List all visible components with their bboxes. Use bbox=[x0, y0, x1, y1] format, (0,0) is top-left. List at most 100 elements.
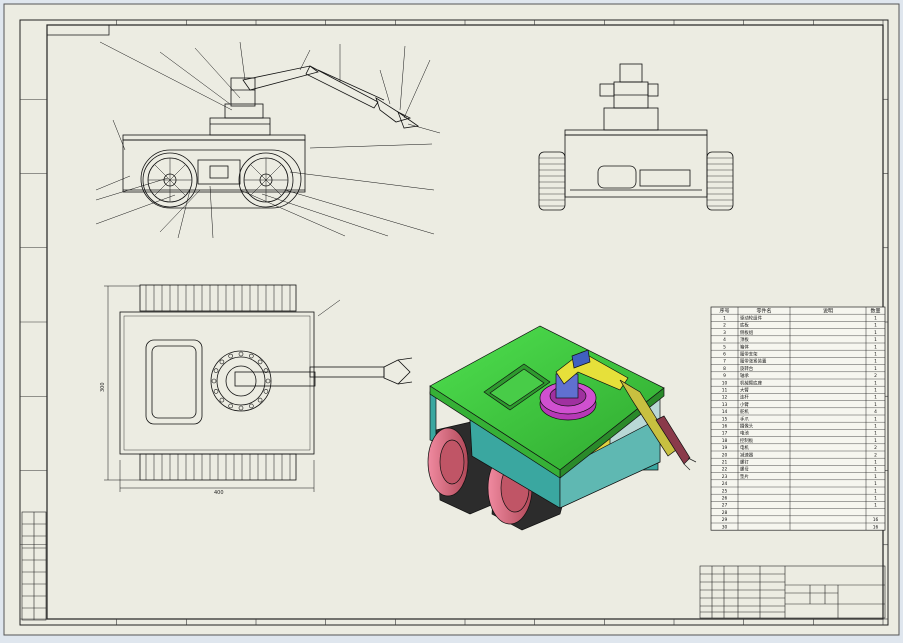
bom-item-name: 手爪 bbox=[740, 415, 749, 422]
bom-item-qty: 1 bbox=[874, 352, 877, 358]
bolt-hole bbox=[238, 405, 244, 411]
bom-item-number: 4 bbox=[723, 337, 726, 343]
isometric-shaded-view bbox=[427, 325, 697, 531]
bom-item-number: 23 bbox=[722, 474, 728, 480]
bom-item-name: 摄像头 bbox=[740, 423, 754, 430]
bolt-hole bbox=[263, 389, 269, 394]
bom-item-qty: 1 bbox=[874, 316, 877, 322]
bom-item-qty: 1 bbox=[874, 323, 877, 329]
bom-item-qty: 1 bbox=[874, 438, 877, 444]
bom-item-qty: 1 bbox=[874, 416, 877, 422]
bom-item-name: 螺钉 bbox=[740, 459, 749, 466]
bolt-hole bbox=[238, 351, 244, 357]
bolt-hole bbox=[219, 397, 225, 403]
bom-item-qty: 4 bbox=[874, 409, 877, 415]
bom-item-qty: 1 bbox=[874, 330, 877, 336]
bom-item-qty: 1 bbox=[874, 503, 877, 509]
bom-frame bbox=[710, 306, 886, 531]
bom-item-qty: 2 bbox=[874, 452, 877, 458]
bom-item-qty: 1 bbox=[874, 496, 877, 502]
bom-item-number: 1 bbox=[723, 316, 726, 322]
bom-item-qty: 1 bbox=[874, 388, 877, 394]
bom-item-number: 2 bbox=[723, 323, 726, 329]
bom-item-qty: 1 bbox=[874, 481, 877, 487]
bom-item-name: 电机 bbox=[740, 444, 749, 451]
bom-item-number: 12 bbox=[722, 395, 728, 401]
bom-item-number: 28 bbox=[722, 510, 728, 516]
bom-item-qty: 1 bbox=[874, 488, 877, 494]
bolt-hole bbox=[219, 359, 225, 365]
bom-item-name: 驱动轮组件 bbox=[740, 315, 763, 322]
gripper bbox=[655, 415, 691, 465]
bom-item-number: 29 bbox=[722, 517, 728, 523]
bom-item-name: 箱体 bbox=[740, 343, 749, 350]
bom-header-cell: 序号 bbox=[719, 308, 729, 315]
bom-item-name: 履带张紧装置 bbox=[740, 358, 767, 365]
bolt-hole bbox=[249, 353, 254, 359]
bom-item-qty: 1 bbox=[874, 402, 877, 408]
bom-item-name: 机械臂底座 bbox=[740, 379, 763, 386]
bom-item-qty: 1 bbox=[874, 474, 877, 480]
bolt-hole bbox=[213, 368, 219, 373]
bom-item-number: 3 bbox=[723, 330, 726, 336]
bom-item-name: 垫片 bbox=[740, 473, 749, 480]
bom-item-qty: 1 bbox=[874, 467, 877, 473]
bom-item-number: 19 bbox=[722, 445, 728, 451]
bom-item-number: 27 bbox=[722, 503, 728, 509]
bom-item-number: 18 bbox=[722, 438, 728, 444]
bom-item-number: 8 bbox=[723, 366, 726, 372]
title-block bbox=[699, 565, 886, 619]
bom-item-qty: 16 bbox=[873, 524, 879, 530]
bom-item-qty: 2 bbox=[874, 445, 877, 451]
bom-item-name: 大臂 bbox=[740, 387, 749, 394]
bom-item-number: 30 bbox=[722, 524, 728, 530]
bolt-hole bbox=[257, 397, 263, 403]
bom-item-qty: 1 bbox=[874, 359, 877, 365]
bom-item-qty: 1 bbox=[874, 395, 877, 401]
bom-header-cell: 零件名 bbox=[756, 308, 771, 315]
bom-item-number: 26 bbox=[722, 496, 728, 502]
bom-item-number: 7 bbox=[723, 359, 726, 365]
bom-item-qty: 2 bbox=[874, 373, 877, 379]
bom-item-name: 履带支架 bbox=[740, 351, 758, 358]
bom-header-cell: 说明 bbox=[823, 308, 833, 315]
bolt-hole bbox=[265, 378, 271, 384]
bom-item-number: 11 bbox=[722, 388, 728, 394]
bolt-hole bbox=[249, 403, 254, 409]
bom-item-number: 13 bbox=[722, 402, 728, 408]
front-elevation-view bbox=[538, 63, 734, 211]
bom-item-name: 轴承 bbox=[740, 372, 749, 379]
bom-item-name: 小臂 bbox=[740, 401, 749, 408]
bom-item-number: 15 bbox=[722, 416, 728, 422]
height-dimension: 300 bbox=[100, 382, 106, 392]
bom-item-name: 螺母 bbox=[740, 466, 749, 473]
bolt-hole bbox=[263, 368, 269, 373]
bom-item-name: 连杆 bbox=[740, 394, 749, 401]
bom-item-name: 舵机 bbox=[740, 408, 749, 415]
bom-item-qty: 1 bbox=[874, 337, 877, 343]
bom-item-number: 9 bbox=[723, 373, 726, 379]
bom-item-number: 14 bbox=[722, 409, 728, 415]
bom-item-number: 6 bbox=[723, 352, 726, 358]
bolt-hole bbox=[228, 353, 233, 359]
bom-item-number: 22 bbox=[722, 467, 728, 473]
left-margin-table bbox=[21, 511, 47, 621]
bolt-hole bbox=[211, 378, 217, 384]
bom-item-name: 顶板 bbox=[740, 336, 749, 343]
bom-item-name: 减速器 bbox=[740, 451, 754, 458]
bom-item-number: 17 bbox=[722, 431, 728, 437]
bom-item-qty: 1 bbox=[874, 431, 877, 437]
bom-item-name: 电池 bbox=[740, 430, 749, 437]
bom-item-number: 16 bbox=[722, 424, 728, 430]
bom-item-number: 20 bbox=[722, 452, 728, 458]
bolt-hole bbox=[213, 389, 219, 394]
bom-item-qty: 1 bbox=[874, 460, 877, 466]
bom-item-name: 控制板 bbox=[740, 437, 754, 444]
width-dimension: 400 bbox=[214, 490, 224, 496]
bolt-hole bbox=[228, 403, 233, 409]
bom-item-name: 旋转台 bbox=[740, 365, 754, 372]
bom-item-number: 24 bbox=[722, 481, 728, 487]
